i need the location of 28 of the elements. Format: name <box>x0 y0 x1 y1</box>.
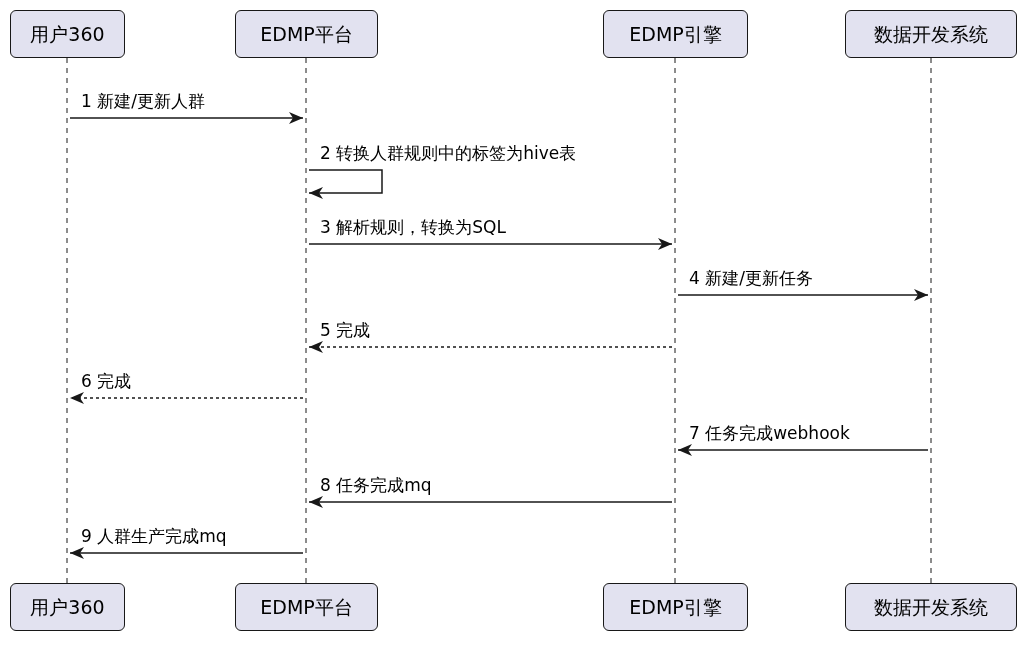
message-arrow <box>69 547 304 559</box>
message-arrow <box>308 341 673 353</box>
lifeline <box>672 58 678 583</box>
edge-label: 6 完成 <box>79 370 134 392</box>
message-arrow <box>308 169 383 199</box>
edge-label: 1 新建/更新人群 <box>79 90 207 112</box>
participant-box: 用户360 <box>10 583 125 631</box>
message-arrow <box>308 238 673 250</box>
participant-box: EDMP引擎 <box>603 10 748 58</box>
lifeline <box>303 58 309 583</box>
message-arrow <box>677 444 929 456</box>
edge-label: 7 任务完成webhook <box>687 422 852 444</box>
edge-label: 4 新建/更新任务 <box>687 267 815 289</box>
participant-box: 用户360 <box>10 10 125 58</box>
edge-label: 5 完成 <box>318 319 373 341</box>
participant-box: EDMP平台 <box>235 10 378 58</box>
participant-box: EDMP平台 <box>235 583 378 631</box>
message-arrow <box>69 112 304 124</box>
lifeline <box>928 58 934 583</box>
message-arrow <box>308 496 673 508</box>
lifeline <box>64 58 70 583</box>
participant-box: 数据开发系统 <box>845 10 1017 58</box>
participant-box: EDMP引擎 <box>603 583 748 631</box>
edge-label: 2 转换人群规则中的标签为hive表 <box>318 142 579 164</box>
participant-box: 数据开发系统 <box>845 583 1017 631</box>
edge-label: 3 解析规则，转换为SQL <box>318 216 508 238</box>
message-arrow <box>677 289 929 301</box>
message-arrow <box>69 392 304 404</box>
